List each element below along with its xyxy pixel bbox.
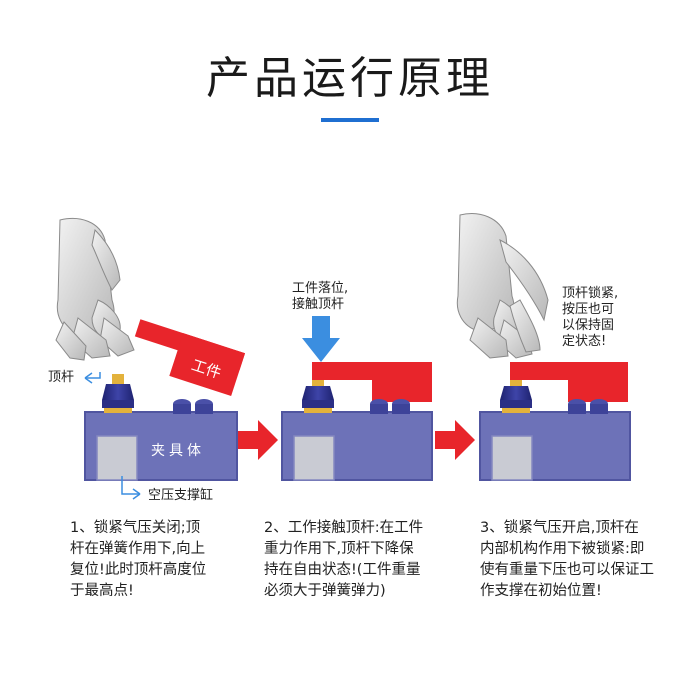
stage-3: 顶杆锁紧, 按压也可 以保持固 定状态!: [456, 213, 631, 481]
step-2-line-2: 重力作用下,顶杆下降保: [264, 541, 414, 557]
stage3-callout-line1: 顶杆锁紧,: [562, 285, 618, 301]
step-3-description: 3、锁紧气压开启,顶杆在 内部机构作用下被锁紧:即 使有重量下压也可以保证工 作…: [480, 518, 680, 602]
step-2-line-1: 2、工作接触顶杆:在工件: [264, 520, 424, 536]
title-underline: [321, 118, 379, 122]
step-2-description: 2、工作接触顶杆:在工件 重力作用下,顶杆下降保 持在自由状态!(工件重量 必须…: [264, 518, 459, 602]
stage2-callout-line2: 接触顶杆: [292, 296, 344, 312]
robot-hand-3: [456, 213, 549, 359]
stage-1: 工件 顶杆 夹具体 空压支撑缸: [48, 217, 246, 503]
stage3-callout-line4: 定状态!: [562, 334, 606, 349]
step-3-line-3: 使有重量下压也可以保证工: [480, 562, 654, 578]
plunger-label: 顶杆: [48, 370, 74, 385]
step-1-line-4: 于最高点!: [70, 583, 134, 599]
cylinder-label: 空压支撑缸: [148, 487, 213, 503]
locator-pins-2: [370, 399, 410, 414]
cylinder-cutout-3: [491, 435, 533, 481]
stage-2: 工件落位, 接触顶杆: [281, 281, 433, 481]
stage2-callout-line1: 工件落位,: [292, 281, 348, 296]
workpiece-3: [510, 362, 628, 402]
next-arrow-2: [435, 420, 475, 460]
stage3-callout-line3: 以保持固: [562, 318, 614, 333]
next-arrow-1: [238, 420, 278, 460]
down-arrow-icon: [302, 316, 340, 362]
stage3-callout-line2: 按压也可: [562, 302, 614, 317]
plunger-3: [500, 380, 532, 413]
cylinder-cutout-2: [293, 435, 335, 481]
step-3-line-2: 内部机构作用下被锁紧:即: [480, 541, 645, 557]
workpiece-2: [312, 362, 432, 402]
step-3-line-1: 3、锁紧气压开启,顶杆在: [480, 520, 639, 536]
step-1-line-3: 复位!此时顶杆高度位: [70, 562, 207, 578]
step-1-description: 1、锁紧气压关闭;顶 杆在弹簧作用下,向上 复位!此时顶杆高度位 于最高点!: [70, 518, 260, 602]
step-2-line-4: 必须大于弹簧弹力): [264, 583, 386, 599]
locator-pins-3: [568, 399, 608, 414]
step-2-line-3: 持在自由状态!(工件重量: [264, 562, 421, 578]
page-title: 产品运行原理: [206, 53, 494, 104]
cylinder-pointer: [121, 476, 140, 495]
step-3-line-4: 作支撑在初始位置!: [480, 583, 602, 599]
locator-pins-1: [173, 399, 213, 414]
plunger-1: [102, 374, 134, 413]
step-1-line-1: 1、锁紧气压关闭;顶: [70, 520, 201, 536]
cylinder-cutout-1: [96, 435, 138, 481]
plunger-2: [302, 380, 334, 413]
robot-hand-1: [55, 217, 135, 361]
body-label: 夹具体: [151, 443, 205, 459]
step-1-line-2: 杆在弹簧作用下,向上: [70, 541, 206, 557]
workpiece-1: 工件: [134, 319, 246, 397]
